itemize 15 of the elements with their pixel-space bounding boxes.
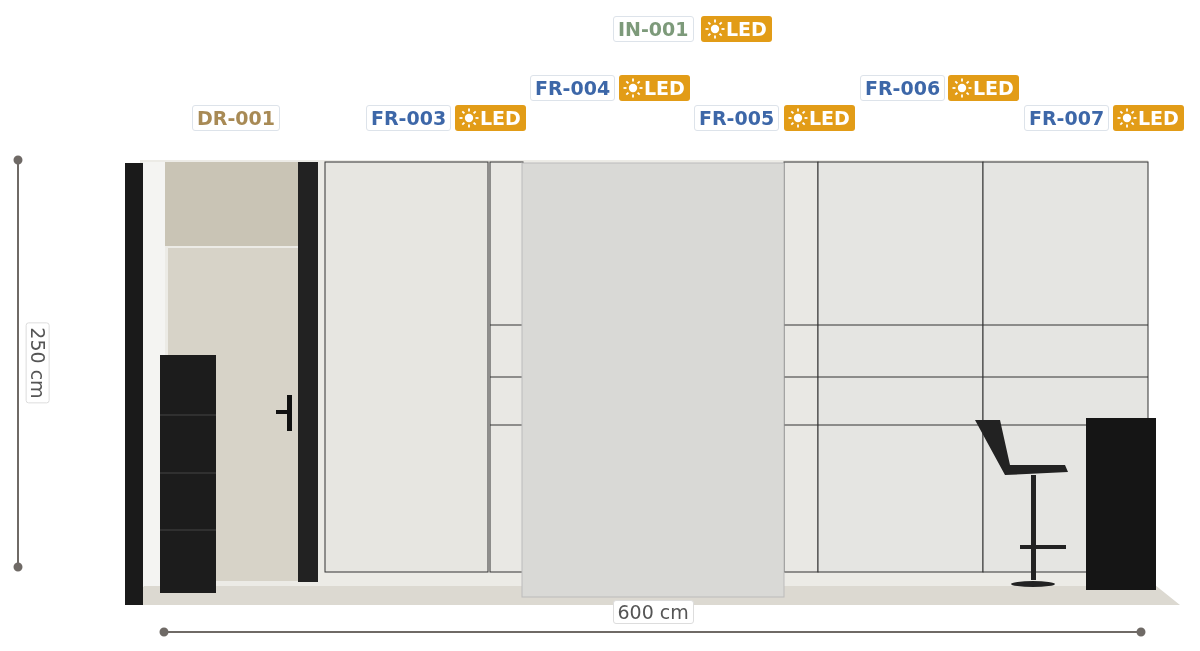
item-code: FR-004 bbox=[530, 75, 616, 101]
dimension-label: 600 cm bbox=[612, 600, 694, 624]
badge-text: LED bbox=[973, 76, 1014, 101]
dimension-label: 250 cm bbox=[25, 322, 50, 404]
item-code: FR-005 bbox=[694, 105, 780, 131]
item-code: FR-003 bbox=[366, 105, 452, 131]
badge-text: LED bbox=[726, 17, 767, 42]
badge-text: LED bbox=[809, 106, 850, 131]
item-code: FR-007 bbox=[1024, 105, 1110, 131]
item-code: DR-001 bbox=[192, 105, 280, 131]
badge-text: LED bbox=[480, 106, 521, 131]
item-code: IN-001 bbox=[613, 16, 694, 42]
badge-text: LED bbox=[644, 76, 685, 101]
item-code: FR-006 bbox=[860, 75, 946, 101]
badge-text: LED bbox=[1138, 106, 1179, 131]
